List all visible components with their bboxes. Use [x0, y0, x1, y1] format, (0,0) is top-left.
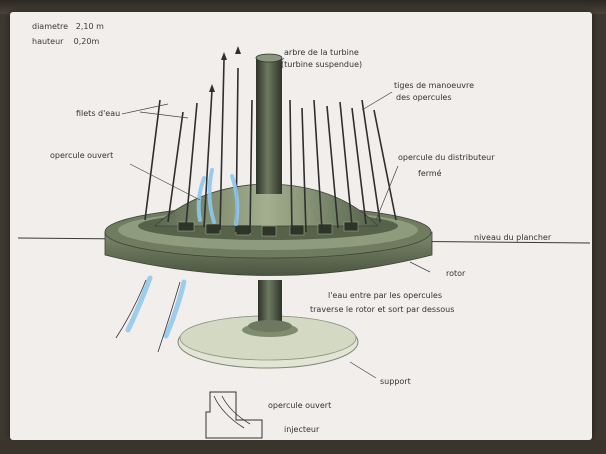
label-rotor: rotor [446, 269, 466, 278]
distributor-gates [177, 221, 359, 237]
label-detail-injector: injecteur [284, 425, 320, 434]
water-jets-bottom [125, 275, 187, 339]
label-detail-gate: opercule ouvert [268, 401, 331, 410]
label-shaft: arbre de la turbine [284, 48, 359, 57]
label-rods-2: des opercules [396, 93, 452, 102]
spec-height-value: 0,20m [73, 37, 100, 46]
spec-height-label: hauteur [32, 37, 64, 46]
label-rods: tiges de manoeuvre [394, 81, 474, 90]
frame-top-edge [0, 0, 606, 14]
spec-diameter: diametre 2,10 m [32, 22, 104, 31]
label-shaft-note: (turbine suspendue) [281, 60, 362, 69]
flow-arrows-bottom [115, 279, 181, 353]
label-support: support [380, 377, 411, 386]
frame-bottom-edge [0, 440, 606, 454]
spec-height: hauteur 0,20m [32, 37, 99, 46]
label-open-gate: opercule ouvert [50, 151, 113, 160]
column-foot [248, 320, 292, 332]
label-water-jets: filets d'eau [76, 109, 120, 118]
rod-arrowheads [209, 46, 241, 92]
leader-lines [121, 57, 431, 379]
label-closed-gate-2: fermé [418, 168, 442, 178]
label-closed-gate: opercule du distributeur [398, 153, 495, 162]
label-floor-level: niveau du plancher [474, 233, 552, 242]
injector-detail [205, 391, 263, 439]
turbine-shaft [255, 53, 283, 194]
spec-diameter-value: 2,10 m [75, 22, 104, 31]
support-base [177, 315, 359, 369]
label-flow-note: l'eau entre par les opercules [328, 291, 442, 300]
manoeuvre-rods [144, 59, 397, 234]
label-flow-note-2: traverse le rotor et sort par dessous [310, 305, 454, 314]
spec-diameter-label: diametre [32, 22, 69, 31]
